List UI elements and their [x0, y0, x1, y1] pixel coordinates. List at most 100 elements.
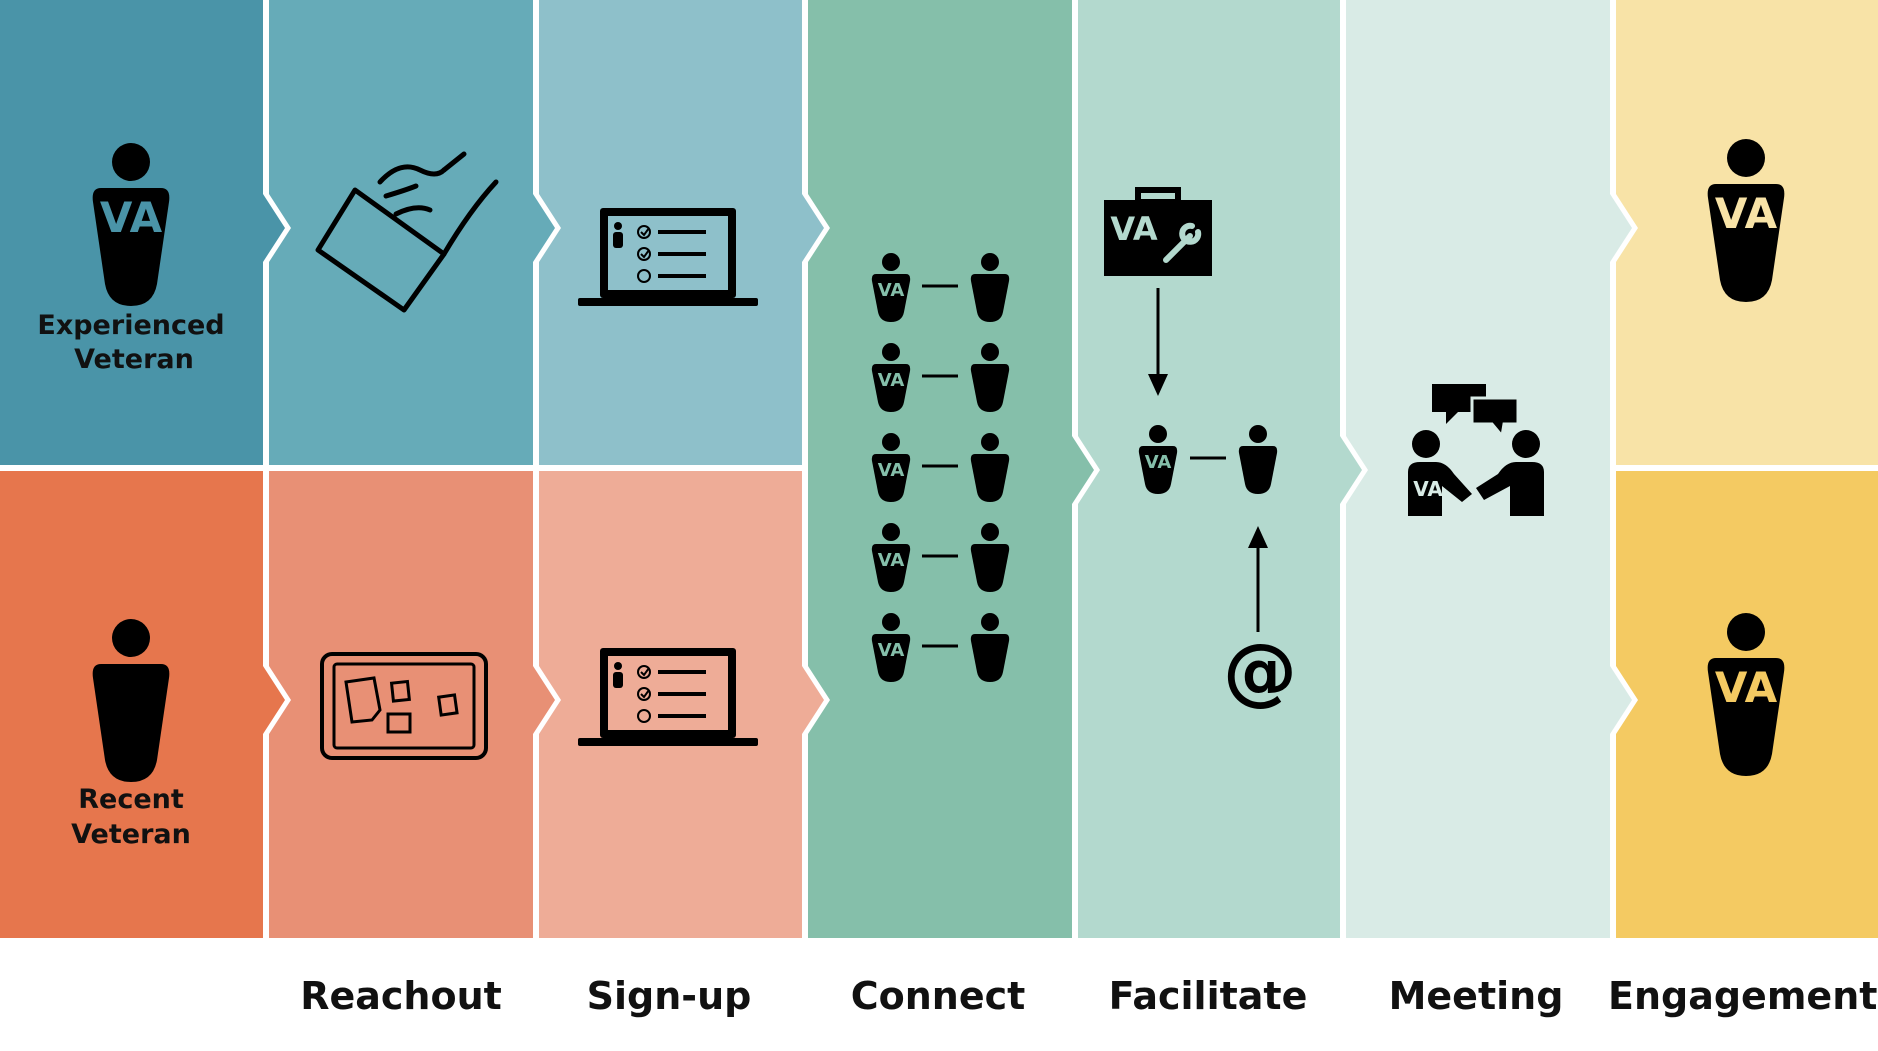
person-head-icon [112, 619, 150, 657]
diagram-shape [640, 689, 650, 699]
band-full-3 [808, 0, 1094, 938]
diagram-shape [389, 679, 411, 703]
person-body-icon [92, 664, 170, 782]
check-icon [637, 225, 651, 239]
connect-va-person-icon: VA [871, 613, 911, 682]
connect-va-person-icon: VA [871, 433, 911, 502]
arrow-down-icon [1148, 374, 1168, 396]
connect-person-icon [970, 523, 1010, 592]
recent-label-line2: Veteran [71, 819, 191, 850]
arrow-up-icon [1248, 526, 1268, 548]
person-body-icon [1707, 184, 1785, 302]
va-toolbox-icon: VA [1104, 187, 1212, 276]
laptop-checklist-bottom-icon [578, 648, 758, 746]
va-mark: VA [878, 280, 905, 301]
empty-check-icon [637, 709, 651, 723]
speech-bubble-icon [1470, 396, 1520, 440]
stage-label-reachout: Reachout [300, 974, 502, 1018]
connect-person-icon [970, 613, 1010, 682]
band-recent-1 [269, 471, 555, 938]
diagram-shape [658, 692, 706, 696]
va-mark: VA [1145, 452, 1172, 473]
va-mark: VA [878, 550, 905, 571]
experienced-label-line1: Experienced [37, 310, 224, 341]
person-head-icon [112, 143, 150, 181]
diagram-shape [658, 230, 706, 234]
empty-check-icon [637, 269, 651, 283]
diagram-shape [393, 205, 433, 217]
small-person-body-icon [970, 544, 1010, 592]
diagram-shape [320, 652, 488, 760]
email-at-icon: @ [1223, 628, 1297, 714]
experienced-veteran-icon: VA [92, 143, 170, 306]
stage-label-engagement: Engagement [1608, 974, 1878, 1018]
connect-va-person-icon: VA [871, 343, 911, 412]
experienced-label-line2: Veteran [74, 344, 194, 375]
person-head-icon [1727, 139, 1765, 177]
meeting-arrow-top [1610, 194, 1632, 262]
meeting-arrow-bottom [1610, 666, 1632, 734]
diagram-shape [614, 222, 622, 230]
diagram-shape [436, 693, 459, 717]
recent-label-line1: Recent [78, 784, 184, 815]
small-person-body-icon [871, 544, 911, 592]
diagram-shape [640, 227, 650, 237]
small-person-body-icon [970, 364, 1010, 412]
diagram-shape [658, 274, 706, 278]
stage-label-signup: Sign-up [586, 974, 752, 1018]
check-icon [637, 247, 651, 261]
diagram-shape [315, 187, 447, 313]
small-person-body-icon [970, 634, 1010, 682]
va-mark: VA [1715, 189, 1778, 238]
small-person-head-icon [981, 343, 999, 361]
small-person-body-icon [970, 454, 1010, 502]
stage-bands [0, 0, 1878, 938]
diagram-shape [614, 662, 622, 670]
diagram-shape [658, 670, 706, 674]
small-person-head-icon [882, 523, 900, 541]
recent-veteran-icon [92, 619, 170, 782]
small-person-head-icon [882, 253, 900, 271]
diagram-shape [640, 249, 650, 259]
diagram-shape [613, 232, 623, 248]
small-person-head-icon [981, 433, 999, 451]
wrench-icon [1163, 222, 1202, 263]
connect-va-person-icon: VA [871, 253, 911, 322]
person-head-icon [1412, 430, 1440, 458]
stage-label-facilitate: Facilitate [1108, 974, 1308, 1018]
connect-person-icon [970, 253, 1010, 322]
person-body-icon [92, 188, 170, 306]
facilitate-person-icon [1238, 425, 1278, 494]
small-person-body-icon [1138, 446, 1178, 494]
small-person-body-icon [871, 274, 911, 322]
diagram-shape [640, 667, 650, 677]
small-person-head-icon [981, 523, 999, 541]
person-head-icon [1512, 430, 1540, 458]
va-mark: VA [878, 640, 905, 661]
va-mark: VA [878, 370, 905, 391]
small-person-body-icon [1238, 446, 1278, 494]
small-person-head-icon [1249, 425, 1267, 443]
small-person-head-icon [882, 343, 900, 361]
check-icon [637, 665, 651, 679]
small-person-head-icon [882, 433, 900, 451]
small-person-body-icon [871, 454, 911, 502]
diagram-shape [332, 662, 476, 750]
connect-va-person-icon: VA [871, 523, 911, 592]
person-body-icon [1707, 658, 1785, 776]
engagement-bottom-person-icon: VA [1707, 613, 1785, 776]
tablet-notes-icon [320, 652, 488, 760]
stage-icons: VAExperiencedVeteranRecentVeteranVAVAVAV… [37, 139, 1785, 850]
person-head-icon [1727, 613, 1765, 651]
small-person-head-icon [1149, 425, 1167, 443]
diagram-shape [1135, 187, 1181, 205]
small-person-head-icon [882, 613, 900, 631]
diagram-shape [441, 179, 499, 257]
va-mark: VA [1110, 210, 1158, 248]
va-mark: VA [100, 193, 163, 242]
person-body-icon [1408, 462, 1472, 516]
diagram-shape [377, 164, 447, 185]
stage-label-meeting: Meeting [1388, 974, 1564, 1018]
